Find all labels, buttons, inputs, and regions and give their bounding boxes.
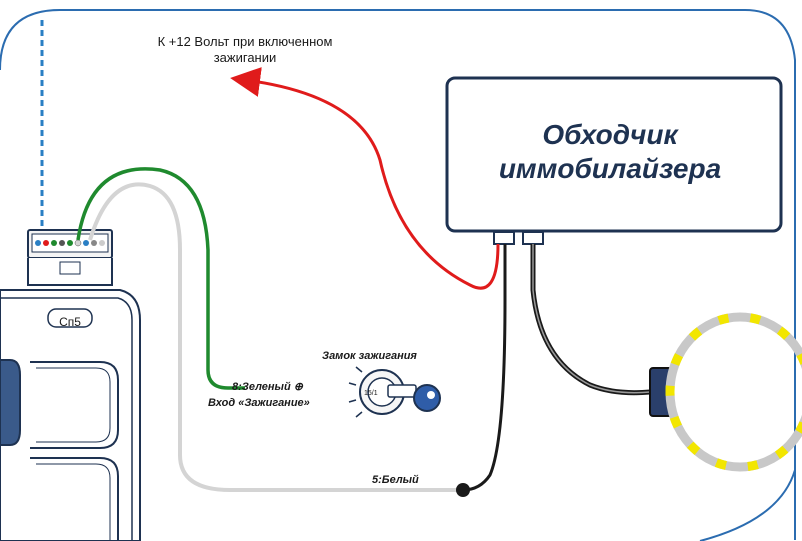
module-port-left bbox=[493, 231, 515, 245]
module-port-right bbox=[522, 231, 544, 245]
top-note-line1: К +12 Вольт при включенном bbox=[157, 34, 333, 49]
top-note-line2: зажигании bbox=[213, 50, 277, 65]
coil-wire-inner bbox=[532, 244, 651, 394]
lock-position-label: 15/1 bbox=[364, 390, 378, 397]
antenna-ring-gray bbox=[665, 312, 802, 472]
red-wire bbox=[230, 67, 500, 290]
white-wire bbox=[88, 182, 462, 492]
frame-border-bottom bbox=[699, 469, 796, 541]
ignition-lock-label: Замок зажигания bbox=[322, 350, 417, 362]
green-wire-label: 8:Зеленый ⊕ bbox=[232, 381, 303, 393]
module-title-line1: Обходчик bbox=[542, 119, 678, 150]
black-wire-to-junction bbox=[462, 244, 507, 492]
coil-wire bbox=[530, 244, 651, 396]
module-title-line2: иммобилайзера bbox=[498, 153, 722, 184]
key-head bbox=[413, 384, 441, 412]
ignition-input-label: Вход «Зажигание» bbox=[208, 397, 310, 409]
ignition-lock bbox=[348, 366, 441, 418]
connector-block bbox=[27, 229, 113, 286]
frame-border bbox=[0, 9, 796, 540]
white-wire-label: 5:Белый bbox=[372, 474, 419, 486]
module-title: Обходчик иммобилайзера bbox=[460, 118, 760, 186]
connector-label: Сп5 bbox=[59, 315, 81, 329]
bypass-module-box bbox=[445, 76, 783, 233]
top-note: К +12 Вольт при включенном зажигании bbox=[100, 34, 390, 66]
control-unit-body bbox=[0, 289, 141, 541]
wire-junction bbox=[456, 483, 470, 497]
green-wire bbox=[76, 167, 245, 390]
antenna-ring-yellow bbox=[665, 312, 802, 472]
